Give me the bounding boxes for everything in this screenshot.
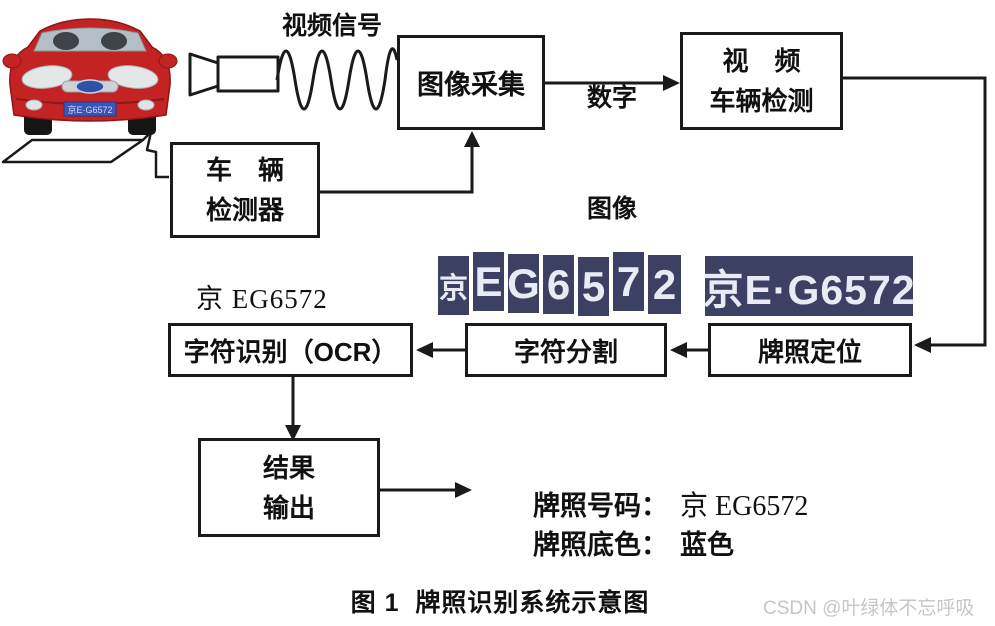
box-result-output-line2: 输出: [262, 492, 315, 523]
output-plate-number-label: 牌照号码：: [533, 491, 669, 521]
car-headlight-left: [21, 65, 73, 89]
camera-icon: [188, 52, 280, 97]
figure-caption: 图 1 牌照识别系统示意图: [350, 589, 650, 617]
plate-char-tile: 5: [578, 257, 609, 316]
output-plate-color-label: 牌照底色：: [533, 530, 669, 560]
plate-char-tile: 7: [613, 252, 644, 311]
arrow-detect-to-locate: [843, 76, 987, 353]
car-foglight-right: [137, 99, 155, 111]
output-plate-color-value: 蓝色: [680, 530, 735, 560]
arrow-locate-to-segment: [670, 342, 708, 358]
video-signal-wave: [275, 47, 399, 111]
box-image-capture: 图像采集: [397, 35, 545, 130]
box-vehicle-detector-line2: 检测器: [205, 195, 284, 225]
car-foglight-left: [25, 99, 43, 111]
box-image-capture-label: 图像采集: [417, 70, 525, 100]
box-plate-locate: 牌照定位: [708, 323, 912, 377]
output-plate-number-line: 牌照号码： 京 EG6572: [503, 453, 808, 555]
arrow-ocr-to-result: [285, 377, 301, 441]
arrow-detector-to-capture: [320, 131, 480, 194]
digital-image-label-line2: 图像: [586, 195, 637, 223]
output-plate-color-line: 牌照底色： 蓝色: [503, 492, 734, 593]
car-windshield: [33, 27, 147, 52]
plate-char-tile: 6: [543, 255, 574, 314]
car-headlight-right: [107, 65, 159, 89]
box-video-vehicle-detect-line1: 视 频: [722, 46, 801, 76]
car-mirror-left: [2, 53, 22, 69]
box-vehicle-detector-line1: 车 辆: [205, 155, 284, 185]
box-char-segment-label: 字符分割: [513, 336, 618, 367]
car-mirror-right: [158, 53, 178, 69]
segmented-plate-image: 京 E G 6 5 7 2: [438, 252, 681, 316]
box-result-output-line1: 结果: [262, 452, 315, 483]
box-char-segment: 字符分割: [465, 323, 667, 377]
plate-char-tile: E: [473, 252, 504, 311]
car-plate: [63, 101, 117, 117]
box-vehicle-detector: 车 辆 检测器: [170, 142, 320, 238]
arrow-capture-to-detect: [545, 75, 680, 91]
box-video-vehicle-detect: 视 频 车辆检测: [680, 32, 843, 130]
car-brand-oval: [75, 79, 105, 94]
full-plate-image: 京E·G6572: [702, 256, 915, 316]
box-char-recognition: 字符识别（OCR）: [168, 323, 413, 377]
plate-char-tile: G: [507, 254, 540, 313]
box-char-recognition-label: 字符识别（OCR）: [183, 336, 398, 367]
csdn-watermark: CSDN @叶绿体不忘呼吸: [763, 598, 975, 619]
box-plate-locate-label: 牌照定位: [757, 336, 862, 367]
plate-char-tile: 2: [648, 255, 681, 314]
arrow-result-to-text: [380, 482, 472, 498]
plate-char-tile: 京: [438, 256, 469, 315]
car-headrest-left: [53, 32, 79, 50]
video-signal-label: 视频信号: [281, 12, 382, 40]
box-video-vehicle-detect-line2: 车辆检测: [709, 86, 814, 116]
digital-image-label: 数字 图像: [570, 6, 654, 302]
digital-image-label-line1: 数字: [586, 84, 637, 112]
output-plate-number-value: 京 EG6572: [680, 491, 809, 522]
box-result-output: 结果 输出: [198, 438, 380, 537]
arrow-segment-to-ocr: [416, 342, 465, 358]
ground-loop-shape: [1, 130, 169, 179]
car-image: 京E·G6572: [2, 18, 178, 135]
car-headrest-right: [101, 32, 127, 50]
ocr-result-text: 京 EG6572: [196, 284, 328, 314]
car-plate-text: 京E·G6572: [67, 104, 112, 115]
